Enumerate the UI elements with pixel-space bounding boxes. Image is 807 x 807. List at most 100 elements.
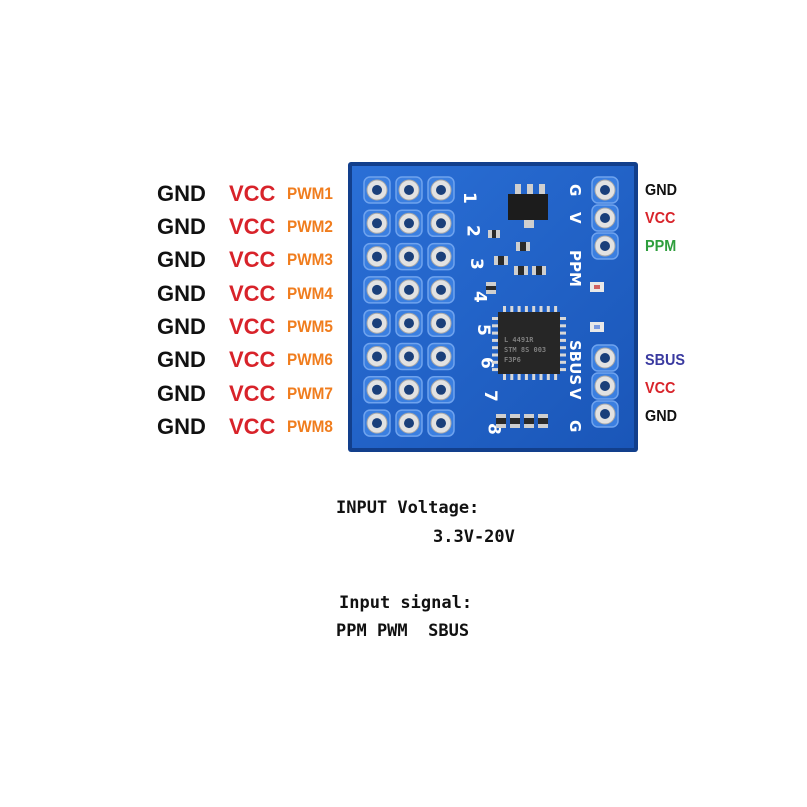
chip-pin (510, 374, 514, 380)
chip-pin (554, 374, 558, 380)
header-pad-hole (600, 241, 610, 251)
right-gnd-label-bottom: GND (645, 408, 678, 425)
header-pad-hole (372, 318, 382, 329)
channel-number: 4 (470, 291, 490, 303)
header-pad-hole (600, 409, 610, 419)
chip-pin (492, 360, 498, 364)
header-pad-hole (404, 418, 414, 429)
pwm6-label: PWM6 (287, 350, 333, 369)
chip-pin (524, 374, 528, 380)
vcc-label: VCC (229, 214, 276, 239)
vcc-label: VCC (229, 281, 276, 306)
chip-line-1: L 4491R (504, 336, 534, 344)
chip-pin (539, 374, 543, 380)
pwm5-label: PWM5 (287, 317, 333, 336)
signal-value: PPM PWM SBUS (336, 621, 470, 641)
vcc-label: VCC (229, 247, 276, 272)
regulator-chip (508, 194, 548, 220)
gnd-label: GND (157, 214, 206, 239)
chip-pin (560, 317, 566, 320)
chip-pin (503, 374, 506, 380)
voltage-title: INPUT Voltage: (336, 498, 480, 518)
chip-pin (517, 374, 521, 380)
voltage-value: 3.3V-20V (433, 527, 515, 547)
header-pad-hole (372, 284, 382, 295)
channel-number: 7 (480, 390, 500, 402)
chip-pin (560, 338, 566, 342)
right-pin-header (591, 176, 619, 428)
header-pad-hole (404, 218, 414, 229)
header-pad-hole (600, 213, 610, 223)
silk-v-top: V (566, 212, 584, 224)
silk-ppm: PPM (566, 250, 584, 287)
chip-pin (532, 374, 536, 380)
chip-pin (560, 346, 566, 350)
gnd-label: GND (157, 181, 206, 206)
sbus-label: SBUS (645, 352, 686, 369)
signal-title: Input signal: (339, 593, 473, 613)
ppm-label: PPM (645, 238, 677, 255)
chip-pin (492, 338, 498, 342)
chip-pin (524, 306, 528, 312)
vcc-label: VCC (229, 314, 276, 339)
pwm8-label: PWM8 (287, 417, 333, 436)
channel-number: 6 (477, 357, 497, 369)
header-pad-hole (436, 351, 446, 362)
right-vcc-label-bottom: VCC (645, 380, 676, 397)
chip-pin (560, 368, 566, 372)
header-pad-hole (436, 218, 446, 229)
smd-components (486, 230, 604, 428)
header-pad-hole (372, 418, 382, 429)
chip-pin (517, 306, 521, 312)
chip-pin (510, 306, 514, 312)
chip-pin (492, 324, 498, 328)
chip-pin (546, 374, 550, 380)
header-pad-hole (372, 251, 382, 262)
chip-pin (554, 306, 558, 312)
chip-pin (492, 353, 498, 357)
channel-number: 5 (473, 324, 493, 336)
pwm2-label: PWM2 (287, 217, 333, 236)
gnd-label: GND (157, 347, 206, 372)
gnd-label: GND (157, 281, 206, 306)
channel-number: 2 (463, 225, 483, 237)
right-vcc-label: VCC (645, 210, 676, 227)
chip-pin (539, 306, 543, 312)
gnd-label: GND (157, 247, 206, 272)
silk-g-bottom: G (566, 420, 584, 432)
header-pad-hole (404, 351, 414, 362)
gnd-label: GND (157, 314, 206, 339)
microcontroller-chip: L 4491R STM 8S 003 F3P6 (492, 306, 566, 380)
header-pad-hole (404, 185, 414, 195)
header-pad-hole (372, 218, 382, 229)
vcc-label: VCC (229, 181, 276, 206)
header-pad-hole (372, 351, 382, 362)
chip-line-3: F3P6 (504, 356, 521, 364)
chip-pin (492, 331, 498, 335)
channel-number: 1 (459, 192, 479, 204)
gnd-label: GND (157, 414, 206, 439)
chip-line-2: STM 8S 003 (504, 346, 546, 354)
header-pad-hole (436, 251, 446, 262)
pwm4-label: PWM4 (287, 284, 333, 303)
gnd-label: GND (157, 381, 206, 406)
header-pad-hole (600, 185, 610, 195)
chip-pin (546, 306, 550, 312)
chip-pin (560, 331, 566, 335)
vcc-label: VCC (229, 347, 276, 372)
header-pad-hole (600, 381, 610, 391)
header-pad-hole (404, 284, 414, 295)
header-pad-hole (600, 353, 610, 363)
header-pad-hole (436, 418, 446, 429)
pwm3-label: PWM3 (287, 250, 333, 269)
vcc-label: VCC (229, 381, 276, 406)
header-pad-hole (372, 384, 382, 395)
silk-v-bottom: V (566, 388, 584, 400)
chip-pin (492, 346, 498, 350)
header-pad-hole (404, 251, 414, 262)
header-pad-hole (436, 384, 446, 395)
header-pad-hole (436, 318, 446, 329)
right-gnd-label: GND (645, 182, 678, 199)
channel-number: 8 (484, 423, 504, 435)
